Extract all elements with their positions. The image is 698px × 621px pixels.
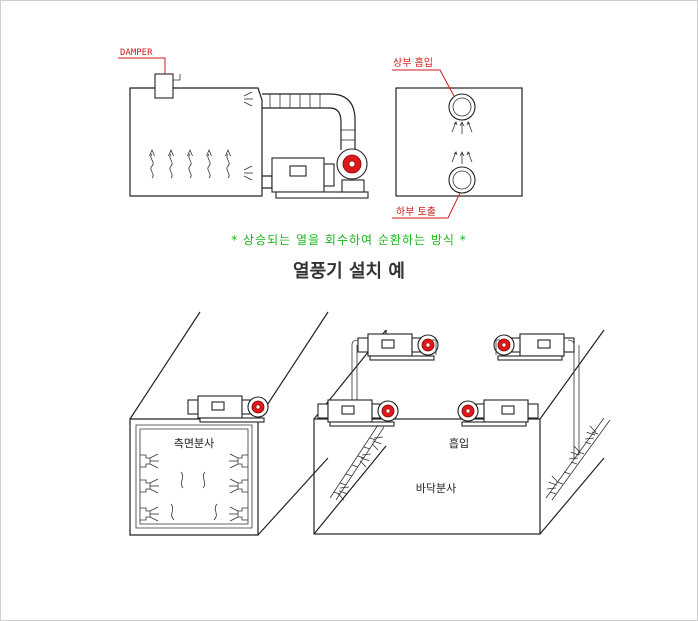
side-spray-label: 측면분사 xyxy=(174,437,214,450)
floor-spray-label: 바닥분사 xyxy=(416,482,456,495)
top-right-room: 상부 흡입 하부 토출 xyxy=(392,56,523,219)
bottom-exhaust-label: 하부 토출 xyxy=(396,205,436,218)
side-spray-box: 측면분사 xyxy=(129,311,329,536)
diagram-title: 열풍기 설치 예 xyxy=(293,261,405,282)
damper-label: DAMPER xyxy=(120,48,153,58)
damper-box xyxy=(154,73,174,99)
top-intake-label: 상부 흡입 xyxy=(393,56,433,69)
floor-spray-box: 흡입 바닥분사 xyxy=(313,329,611,535)
intake-label: 흡입 xyxy=(449,436,469,450)
caption-text: * 상승되는 열을 회수하여 순환하는 방식 * xyxy=(231,233,467,247)
top-left-room: DAMPER xyxy=(118,48,369,199)
